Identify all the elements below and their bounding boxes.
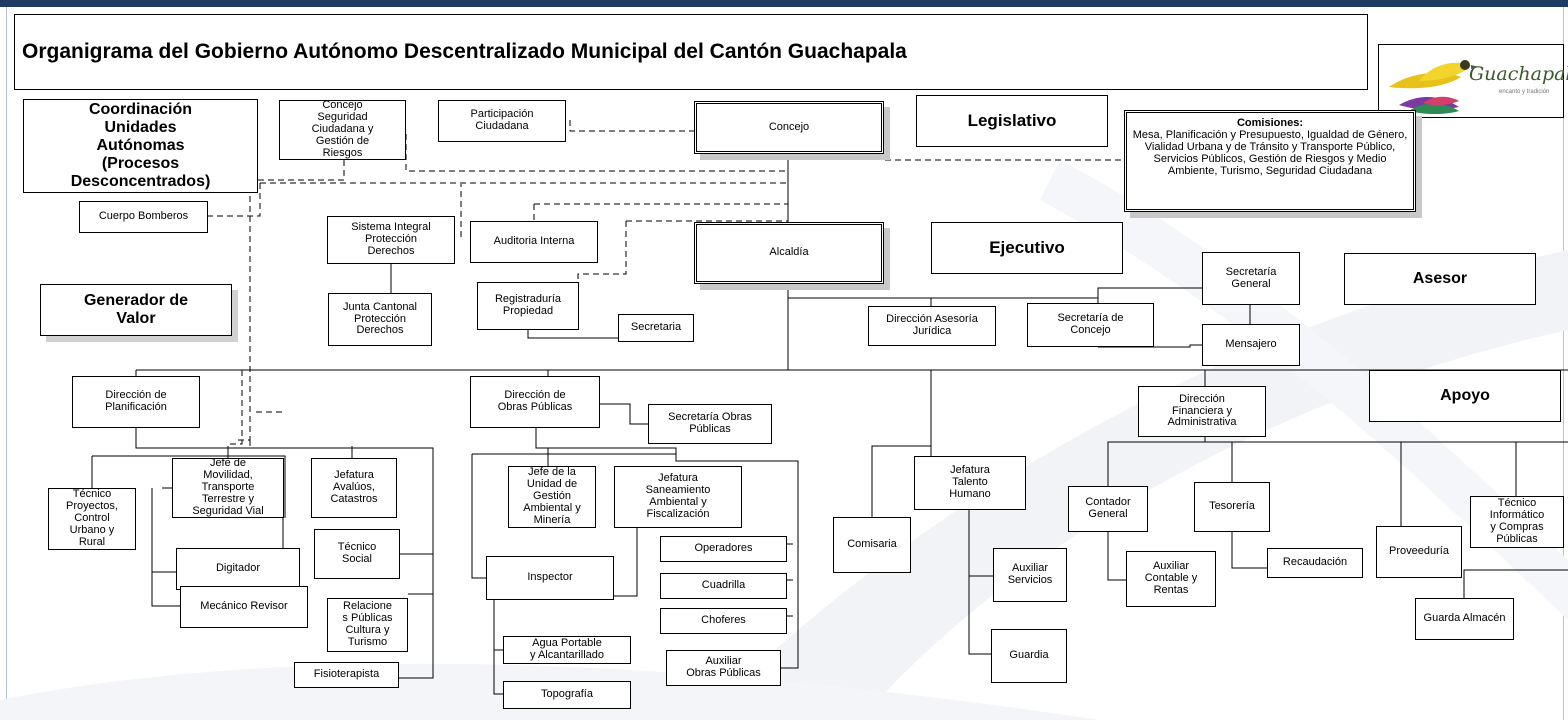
unit-junta-cantonal: Junta Cantonal Protección Derechos bbox=[328, 293, 432, 346]
unit-recaudacion: Recaudación bbox=[1267, 548, 1363, 578]
window-top-bar bbox=[0, 0, 1568, 7]
unit-jefatura-saneamiento: Jefatura Saneamiento Ambiental y Fiscali… bbox=[614, 466, 742, 528]
unit-mensajero: Mensajero bbox=[1202, 324, 1300, 366]
unit-inspector: Inspector bbox=[486, 556, 614, 600]
unit-agua-potable: Agua Portable y Alcantarillado bbox=[503, 636, 631, 664]
unit-tecnico-proyectos: Técnico Proyectos, Control Urbano y Rura… bbox=[48, 488, 136, 550]
unit-tecnico-social: Técnico Social bbox=[314, 529, 400, 579]
unit-topografia: Topografía bbox=[503, 681, 631, 709]
unit-mecanico-revisor: Mecánico Revisor bbox=[180, 586, 308, 628]
unit-relaciones-publicas: Relacione s Públicas Cultura y Turismo bbox=[327, 598, 408, 652]
unit-guarda-almacen: Guarda Almacén bbox=[1415, 598, 1514, 640]
comisiones-text: Mesa, Planificación y Presupuesto, Igual… bbox=[1132, 129, 1408, 178]
comisiones-heading: Comisiones: bbox=[1236, 117, 1303, 129]
unit-direccion-financiera: Dirección Financiera y Administrativa bbox=[1138, 386, 1266, 437]
label-apoyo: Apoyo bbox=[1369, 370, 1561, 422]
unit-auxiliar-servicios: Auxiliar Servicios bbox=[993, 548, 1067, 602]
page-title: Organigrama del Gobierno Autónomo Descen… bbox=[22, 40, 907, 63]
bird-logo-icon bbox=[1389, 60, 1479, 114]
comisiones-box: Comisiones: Mesa, Planificación y Presup… bbox=[1124, 110, 1416, 212]
unit-jefatura-avaluos: Jefatura Avalúos, Catastros bbox=[311, 458, 397, 518]
unit-secretaria: Secretaria bbox=[618, 314, 694, 342]
unit-secretaria-obras-publicas: Secretaría Obras Públicas bbox=[648, 404, 772, 444]
unit-sistema-integral: Sistema Integral Protección Derechos bbox=[327, 216, 455, 264]
unit-jefe-gestion-ambiental: Jefe de la Unidad de Gestión Ambiental y… bbox=[508, 466, 596, 528]
unit-direccion-asesoria-juridica: Dirección Asesoría Jurídica bbox=[868, 306, 996, 346]
unit-proveeduria: Proveeduría bbox=[1376, 526, 1462, 578]
unit-fisioterapista: Fisioterapista bbox=[294, 662, 399, 688]
label-legislativo: Legislativo bbox=[916, 95, 1108, 147]
unit-concejo: Concejo bbox=[694, 101, 884, 154]
unit-direccion-planificacion: Dirección de Planificación bbox=[72, 376, 200, 428]
unit-cuerpo-bomberos: Cuerpo Bomberos bbox=[79, 201, 208, 233]
label-generador-valor: Generador de Valor bbox=[40, 284, 232, 336]
unit-alcaldia: Alcaldía bbox=[694, 222, 884, 284]
unit-participacion-ciudadana: Participación Ciudadana bbox=[438, 100, 566, 142]
unit-direccion-obras-publicas: Dirección de Obras Públicas bbox=[470, 376, 600, 428]
unit-auditoria-interna: Auditoria Interna bbox=[470, 221, 598, 263]
unit-guardia: Guardia bbox=[991, 629, 1067, 683]
title-frame bbox=[14, 14, 1368, 90]
unit-auxiliar-obras-publicas: Auxiliar Obras Públicas bbox=[666, 650, 781, 686]
unit-jefatura-talento-humano: Jefatura Talento Humano bbox=[914, 456, 1026, 510]
label-ejecutivo: Ejecutivo bbox=[931, 222, 1123, 274]
unit-choferes: Choferes bbox=[660, 608, 787, 634]
unit-cuadrilla: Cuadrilla bbox=[660, 573, 787, 599]
unit-secretaria-concejo: Secretaría de Concejo bbox=[1027, 303, 1154, 347]
page-frame bbox=[6, 7, 1564, 720]
unit-concejo-seguridad: Concejo Seguridad Ciudadana y Gestión de… bbox=[279, 99, 406, 160]
unit-registraduria: Registraduría Propiedad bbox=[477, 282, 579, 330]
unit-operadores: Operadores bbox=[660, 536, 787, 562]
guachapala-logo: Guachapala encanto y tradición bbox=[1378, 44, 1568, 118]
unit-auxiliar-contable: Auxiliar Contable y Rentas bbox=[1126, 551, 1216, 607]
unit-jefe-movilidad: Jefe de Movilidad, Transporte Terrestre … bbox=[172, 457, 284, 518]
label-coordinacion: Coordinación Unidades Autónomas (Proceso… bbox=[23, 99, 258, 193]
unit-contador-general: Contador General bbox=[1068, 486, 1148, 532]
logo-tagline: encanto y tradición bbox=[1499, 89, 1550, 95]
logo-text: Guachapala bbox=[1469, 63, 1568, 85]
unit-comisaria: Comisaria bbox=[833, 517, 911, 573]
unit-digitador: Digitador bbox=[176, 548, 300, 590]
label-asesor: Asesor bbox=[1344, 253, 1536, 305]
unit-secretaria-general: Secretaría General bbox=[1202, 252, 1300, 305]
unit-tesoreria: Tesorería bbox=[1194, 482, 1270, 532]
unit-tecnico-informatico: Técnico Informático y Compras Públicas bbox=[1470, 496, 1564, 548]
